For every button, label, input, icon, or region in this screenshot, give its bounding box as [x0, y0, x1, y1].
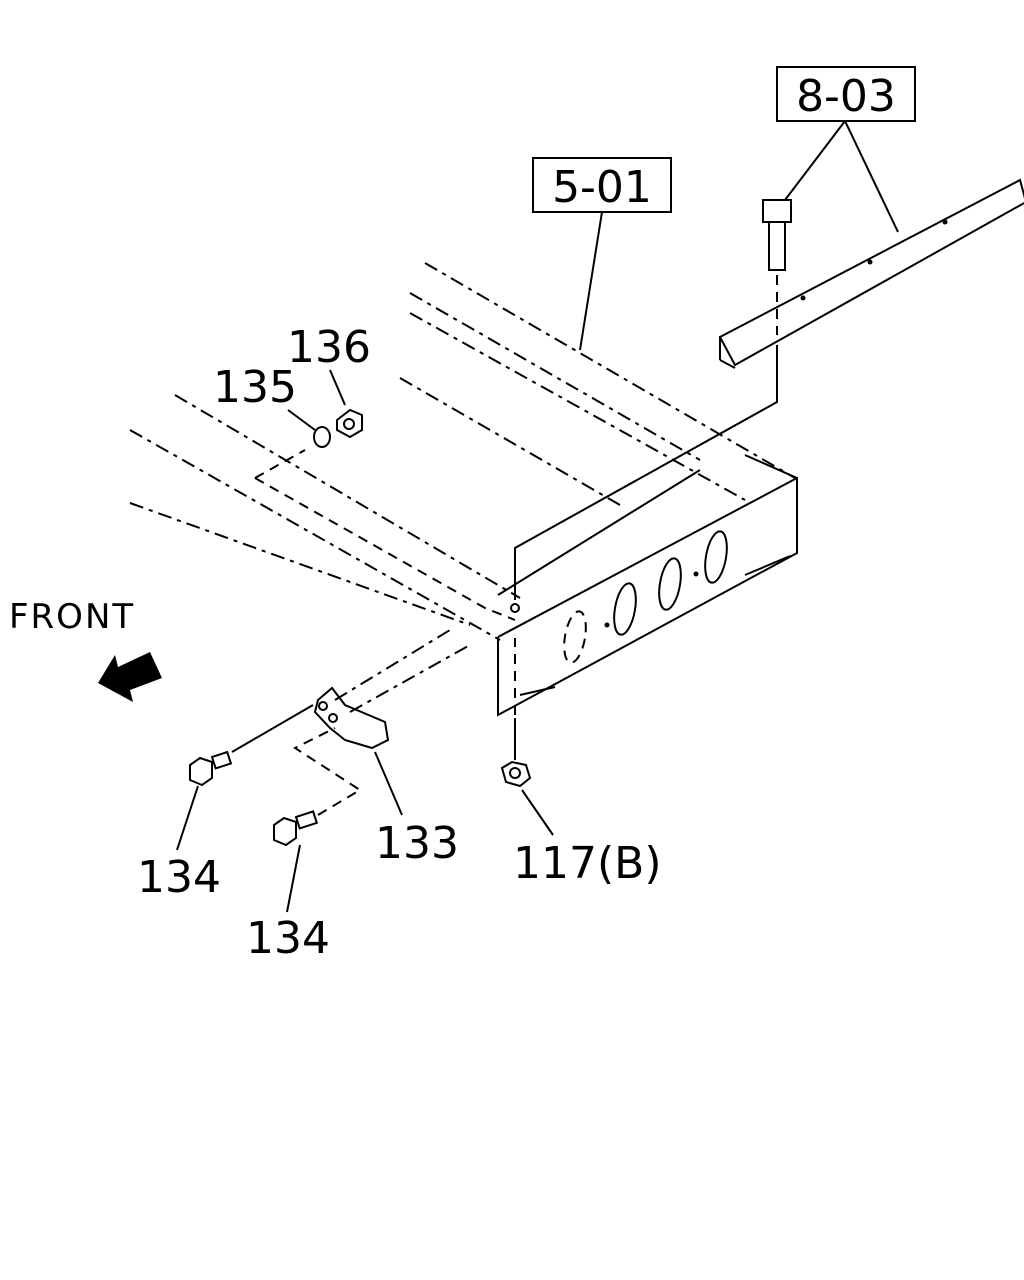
callout-117b: 117(B) — [513, 838, 662, 889]
callout-133: 133 — [375, 818, 459, 869]
leader-8-03-rail — [844, 120, 899, 233]
bolt-134-lower-icon — [273, 810, 319, 847]
nut-136-icon — [336, 408, 363, 439]
callout-134-lower: 134 — [246, 913, 330, 964]
leader-133 — [374, 751, 403, 816]
callout-136: 136 — [287, 322, 371, 373]
front-direction-label: FRONT — [9, 597, 135, 637]
leader-117b — [521, 789, 554, 836]
leader-135 — [287, 409, 316, 431]
washer-135-icon — [313, 426, 331, 448]
flange-bolt-top-icon — [762, 199, 792, 271]
tow-hook-133-icon — [313, 629, 471, 750]
leader-134-lower — [286, 844, 301, 913]
flange-nut-117b-icon — [500, 718, 532, 788]
leader-134-upper — [176, 785, 199, 851]
ref-label-5-01: 5-01 — [552, 162, 652, 213]
ref-box-5-01[interactable]: 5-01 — [532, 157, 672, 213]
leader-136 — [329, 369, 346, 406]
bolt-134-upper-icon — [189, 750, 233, 787]
cross-member — [497, 454, 798, 717]
bolt-path-line — [514, 345, 778, 600]
callout-135: 135 — [213, 362, 297, 413]
frame-rails — [129, 262, 796, 641]
ref-box-8-03[interactable]: 8-03 — [776, 66, 916, 122]
gusset-outline — [254, 449, 306, 479]
front-arrow-icon — [98, 652, 162, 702]
leader-5-01 — [579, 211, 603, 351]
leader-8-03-bolt — [784, 120, 846, 201]
ref-label-8-03: 8-03 — [796, 71, 896, 122]
callout-134-upper: 134 — [137, 852, 221, 903]
angle-rail — [718, 178, 1024, 369]
